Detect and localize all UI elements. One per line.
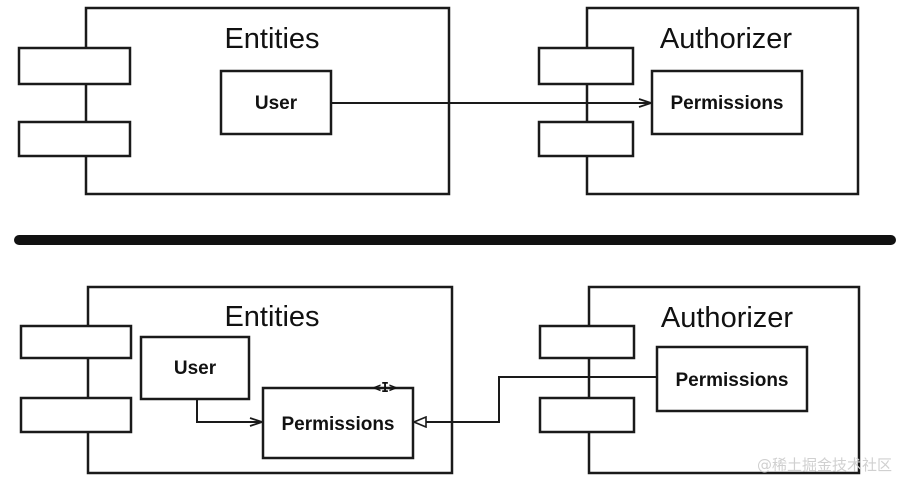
top-authorizer-port-upper bbox=[537, 46, 635, 86]
bottom-authorizer-title: Authorizer bbox=[661, 302, 794, 334]
bottom-user-dependency-arrow bbox=[196, 399, 262, 422]
bottom-entities-title: Entities bbox=[224, 301, 319, 333]
bottom-permissions-label: Permissions bbox=[676, 370, 789, 391]
bottom-user-class bbox=[139, 335, 251, 401]
bottom-realization-arrow bbox=[414, 376, 657, 422]
bottom-permissions-class bbox=[655, 345, 809, 413]
top-entities-title: Entities bbox=[224, 23, 319, 55]
top-permissions-class bbox=[650, 69, 804, 136]
top-entities-port-lower bbox=[17, 120, 132, 158]
top-permissions-label: Permissions bbox=[671, 93, 784, 114]
top-entities-port-upper bbox=[17, 46, 132, 86]
bottom-user-label: User bbox=[174, 358, 217, 379]
top-user-label: User bbox=[255, 93, 298, 114]
top-panel: Entities User Authorizer Permissions bbox=[17, 6, 860, 196]
watermark: @稀土掘金技术社区 bbox=[757, 456, 892, 474]
bottom-entities-port-upper bbox=[19, 324, 133, 360]
panel-divider bbox=[14, 235, 896, 245]
top-authorizer-port-lower bbox=[537, 120, 635, 158]
top-authorizer-title: Authorizer bbox=[660, 23, 793, 55]
bottom-authorizer-port-upper bbox=[538, 324, 636, 360]
bottom-entities-port-lower bbox=[19, 396, 133, 434]
bottom-authorizer-component: Authorizer Permissions bbox=[538, 285, 861, 475]
bottom-panel: Entities User <I> Permissions Authorizer… bbox=[19, 285, 861, 475]
top-authorizer-component: Authorizer Permissions bbox=[537, 6, 860, 196]
bottom-authorizer-port-lower bbox=[538, 396, 636, 434]
bottom-interface-permissions-label: Permissions bbox=[282, 414, 395, 435]
bottom-entities-component: Entities User <I> Permissions bbox=[19, 285, 454, 475]
interface-stereotype: <I> bbox=[373, 381, 397, 396]
top-user-class bbox=[219, 69, 333, 136]
top-entities-component: Entities User bbox=[17, 6, 451, 196]
